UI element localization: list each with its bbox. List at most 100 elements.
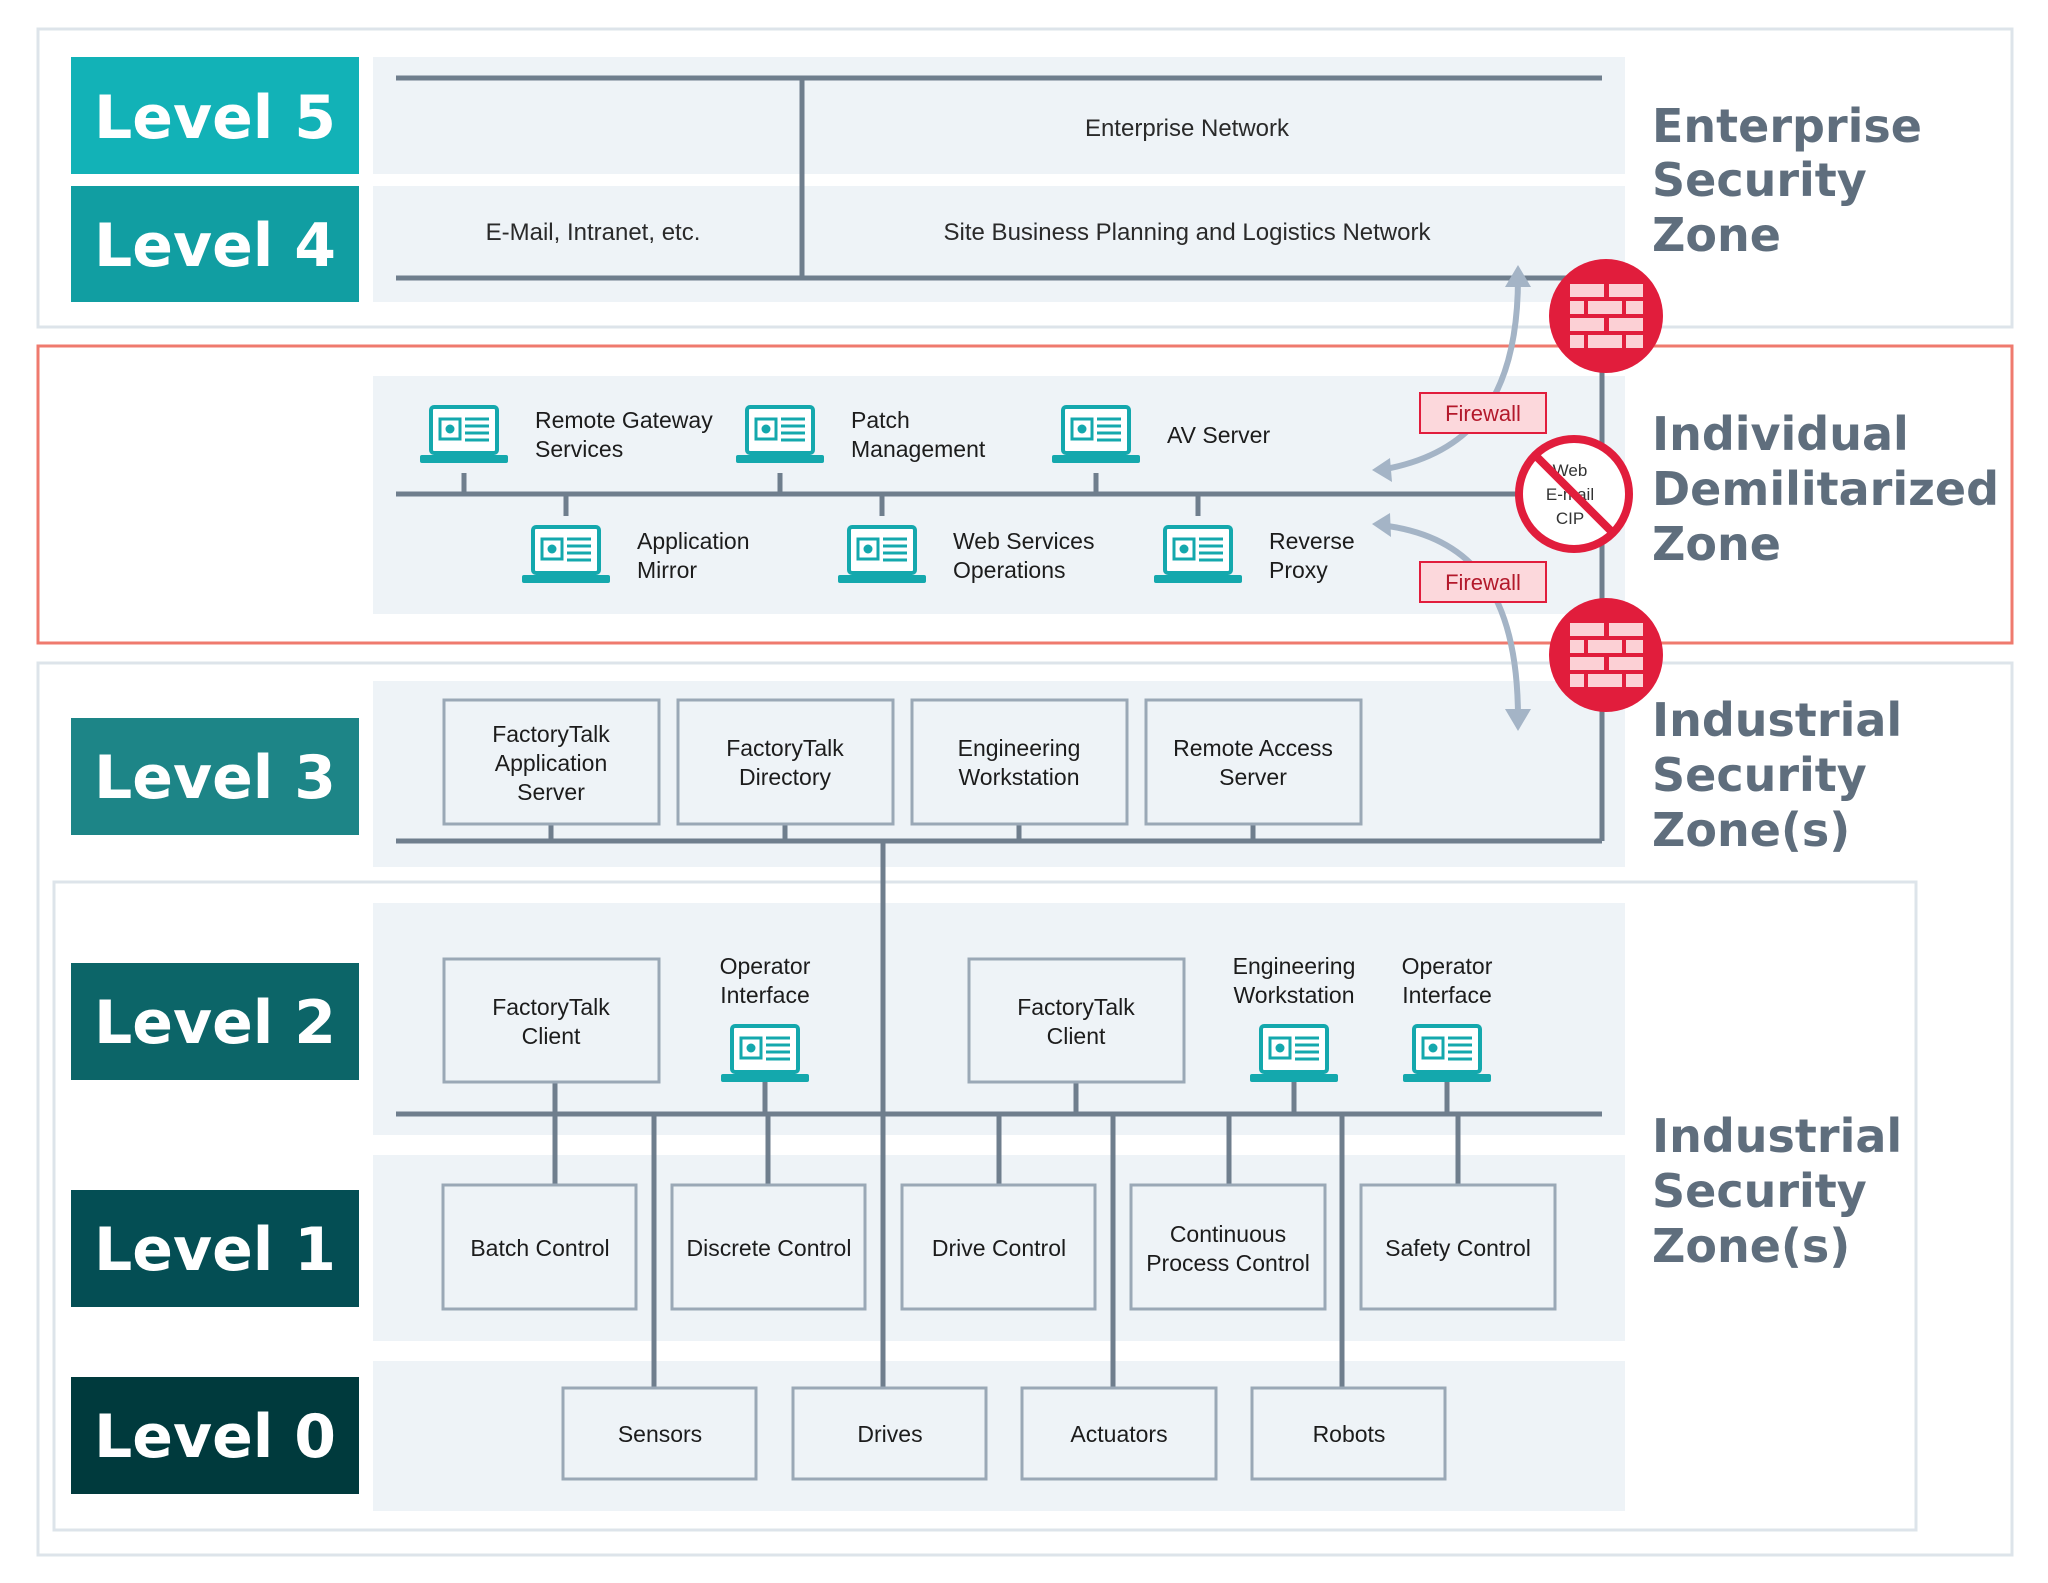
dmz-server-reverse-proxy: Reverse Proxy: [1154, 525, 1355, 583]
blocked-protocol: Web: [1553, 461, 1588, 480]
server-icon: [420, 405, 508, 463]
level3-box-remote-access-server: Remote Access Server: [1144, 698, 1363, 826]
box-outline: [1359, 1183, 1557, 1311]
dmz-server-application-mirror: Application Mirror: [522, 525, 750, 583]
level-5-label: Level 5: [94, 83, 336, 153]
level2-operator-interface-2: Operator Interface: [1402, 953, 1493, 1082]
box-outline: [791, 1386, 988, 1481]
server-icon: [1154, 525, 1242, 583]
level-1-label: Level 1: [94, 1215, 336, 1285]
device-label: Interface: [1402, 982, 1492, 1008]
device-label: Workstation: [1233, 982, 1354, 1008]
level-3-rect: [71, 718, 359, 835]
level-5-badge: Level 5: [71, 57, 359, 174]
box-label: Workstation: [958, 764, 1079, 790]
firewall-icon-top: [1549, 259, 1663, 373]
level0-box-robots: Robots: [1250, 1386, 1447, 1481]
box-label: Server: [1219, 764, 1287, 790]
box-label: Robots: [1313, 1421, 1386, 1447]
box-label: Process Control: [1146, 1250, 1310, 1276]
level3-box-factorytalk-directory: FactoryTalk Directory: [676, 698, 895, 826]
level-2-badge: Level 2: [71, 963, 359, 1080]
box-outline: [910, 698, 1129, 826]
firewall-label-box: [1419, 561, 1547, 603]
server-label: Mirror: [637, 557, 697, 583]
box-outline: [676, 698, 895, 826]
firewall-label-box: [1419, 392, 1547, 434]
firewall-label-text: Firewall: [1445, 401, 1521, 426]
arrowhead-up: [1505, 265, 1531, 287]
enterprise-network-label: Enterprise Network: [1085, 115, 1290, 142]
band-level5: [373, 57, 1625, 174]
box-outline: [1020, 1386, 1218, 1481]
level1-box-drive-control: Drive Control: [900, 1183, 1097, 1311]
server-icon: [838, 525, 926, 583]
box-label: Engineering: [958, 735, 1081, 761]
industrial-zone-label-upper: Industrial Security Zone(s): [1652, 693, 1902, 857]
box-outline: [670, 1183, 867, 1311]
dmz-server-patch-management: Patch Management: [736, 405, 986, 463]
box-outline: [442, 957, 661, 1084]
server-label: AV Server: [1167, 422, 1270, 448]
level3-box-engineering-workstation: Engineering Workstation: [910, 698, 1129, 826]
box-label: Server: [517, 779, 585, 805]
email-intranet-label: E-Mail, Intranet, etc.: [486, 219, 701, 246]
zone-line: Industrial: [1652, 693, 1902, 747]
box-outline: [442, 698, 661, 826]
box-outline: [1250, 1386, 1447, 1481]
arrowhead-left-top: [1372, 458, 1392, 482]
monitor-icon: [1403, 1024, 1491, 1082]
box-label: Drives: [857, 1421, 922, 1447]
level1-box-continuous-process-control: Continuous Process Control: [1129, 1183, 1327, 1311]
server-label: Management: [851, 436, 986, 462]
level0-box-actuators: Actuators: [1020, 1386, 1218, 1481]
box-label: Batch Control: [470, 1235, 609, 1261]
zone-line: Zone(s): [1652, 1219, 1850, 1273]
firewall-label-text: Firewall: [1445, 570, 1521, 595]
box-label: FactoryTalk: [726, 735, 844, 761]
level-2-label: Level 2: [94, 988, 336, 1058]
device-label: Operator: [1402, 953, 1493, 979]
server-label: Remote Gateway: [535, 407, 713, 433]
zone-line: Zone: [1652, 208, 1781, 262]
level-3-badge: Level 3: [71, 718, 359, 835]
box-label: FactoryTalk: [492, 994, 610, 1020]
level-4-label: Level 4: [94, 211, 336, 281]
level3-box-factorytalk-application-server: FactoryTalk Application Server: [442, 698, 661, 826]
zone-line: Security: [1652, 153, 1867, 207]
zone-line: Industrial: [1652, 1109, 1902, 1163]
level-4-badge: Level 4: [71, 186, 359, 302]
box-outline: [441, 1183, 638, 1311]
level2-box-factorytalk-client-2: FactoryTalk Client: [967, 957, 1186, 1084]
device-label: Operator: [720, 953, 811, 979]
box-label: Discrete Control: [687, 1235, 852, 1261]
no-direct-traffic-icon: Web E-mail CIP: [1515, 435, 1633, 553]
level-0-badge: Level 0: [71, 1377, 359, 1494]
firewall-label-top: Firewall: [1419, 392, 1547, 434]
dmz-server-av: AV Server: [1052, 405, 1270, 463]
dmz-zone-frame: [36, 344, 2014, 645]
box-label: Client: [522, 1023, 581, 1049]
box-label: Remote Access: [1173, 735, 1333, 761]
level0-box-drives: Drives: [791, 1386, 988, 1481]
server-label: Web Services: [953, 528, 1094, 554]
dmz-server-web-services: Web Services Operations: [838, 525, 1094, 583]
level-5-rect: [71, 57, 359, 174]
enterprise-zone-label: Enterprise Security Zone: [1652, 99, 1922, 262]
zone-line: Zone(s): [1652, 803, 1850, 857]
monitor-icon: [1250, 1024, 1338, 1082]
level1-box-batch-control: Batch Control: [441, 1183, 638, 1311]
site-network-label: Site Business Planning and Logistics Net…: [944, 219, 1432, 246]
box-label: Application: [495, 750, 608, 776]
level-4-rect: [71, 186, 359, 302]
zone-line: Security: [1652, 1164, 1867, 1218]
level2-engineering-workstation: Engineering Workstation: [1233, 953, 1355, 1082]
server-label: Proxy: [1269, 557, 1328, 583]
level1-box-safety-control: Safety Control: [1359, 1183, 1557, 1311]
arrowhead-down: [1505, 709, 1531, 731]
zone-line: Security: [1652, 748, 1867, 802]
level-1-rect: [71, 1190, 359, 1307]
server-icon: [736, 405, 824, 463]
zone-line: Demilitarized: [1652, 462, 1999, 516]
